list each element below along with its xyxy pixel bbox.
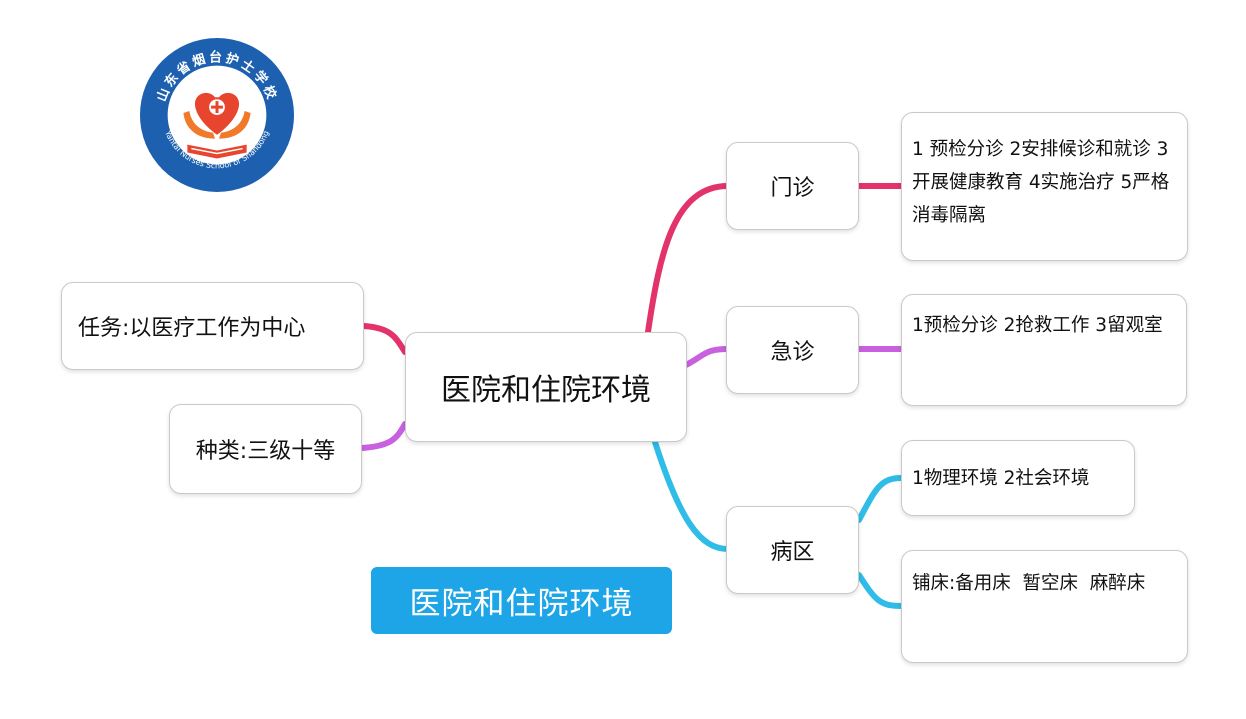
branch-emergency-label: 急诊 — [770, 340, 815, 365]
leaf-ward-environment[interactable]: 1物理环境 2社会环境 — [901, 440, 1135, 516]
leaf-ward-beds-text: 铺床:备用床 暂空床 麻醉床 — [912, 573, 1146, 594]
type-node[interactable]: 种类:三级十等 — [169, 404, 362, 494]
link-center-to-emergency — [683, 346, 731, 368]
branch-outpatient-label: 门诊 — [770, 176, 815, 201]
school-logo: 山东省烟台护士学校 Yantai Nurses School of Shando… — [139, 37, 295, 193]
title-caption: 医院和住院环境 — [371, 567, 672, 634]
branch-ward-label: 病区 — [770, 540, 815, 565]
link-center-to-outpatient — [645, 183, 731, 335]
leaf-emergency-text: 1预检分诊 2抢救工作 3留观室 — [912, 315, 1163, 336]
branch-ward[interactable]: 病区 — [726, 506, 859, 594]
title-caption-label: 医院和住院环境 — [409, 586, 634, 622]
link-center-to-type — [359, 421, 408, 451]
center-node[interactable]: 医院和住院环境 — [405, 332, 687, 442]
leaf-emergency-tasks[interactable]: 1预检分诊 2抢救工作 3留观室 — [901, 294, 1187, 406]
link-ward-to-leaf-2 — [856, 572, 904, 609]
leaf-outpatient-text: 1 预检分诊 2安排候诊和就诊 3开展健康教育 4实施治疗 5严格消毒隔离 — [912, 139, 1170, 226]
link-center-to-task — [361, 323, 408, 355]
link-ward-to-leaf-1 — [856, 475, 904, 523]
leaf-ward-beds[interactable]: 铺床:备用床 暂空床 麻醉床 — [901, 550, 1188, 663]
branch-emergency[interactable]: 急诊 — [726, 306, 859, 394]
leaf-outpatient-tasks[interactable]: 1 预检分诊 2安排候诊和就诊 3开展健康教育 4实施治疗 5严格消毒隔离 — [901, 112, 1188, 261]
center-node-label: 医院和住院环境 — [441, 373, 651, 408]
link-center-to-ward — [652, 439, 731, 552]
branch-outpatient[interactable]: 门诊 — [726, 142, 859, 230]
task-node[interactable]: 任务:以医疗工作为中心 — [61, 282, 364, 370]
task-node-label: 任务:以医疗工作为中心 — [78, 316, 306, 341]
type-node-label: 种类:三级十等 — [195, 439, 336, 464]
leaf-ward-environment-text: 1物理环境 2社会环境 — [912, 467, 1090, 489]
